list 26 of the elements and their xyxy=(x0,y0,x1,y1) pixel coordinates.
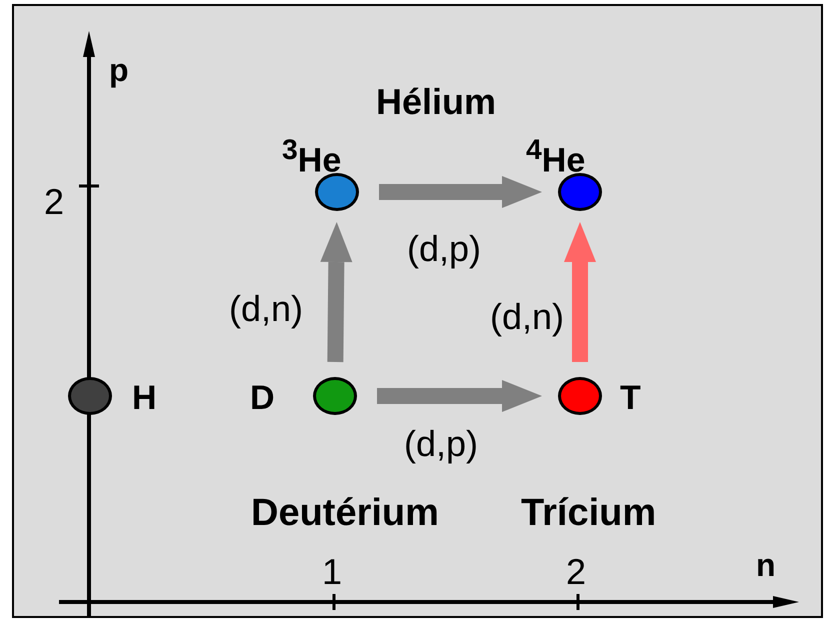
edge-label: (d,p) xyxy=(407,231,482,267)
arrow xyxy=(379,176,542,208)
edge-label: (d,n) xyxy=(229,291,304,327)
nuclide-circle xyxy=(558,377,602,415)
nuclide-circle xyxy=(558,173,602,211)
nuclide-label: H xyxy=(132,381,157,415)
axis-label: p xyxy=(109,54,129,86)
group-label: Deutérium xyxy=(251,494,439,532)
arrow xyxy=(320,222,352,362)
tick-label: 2 xyxy=(44,184,64,220)
edge-label: (d,p) xyxy=(404,426,478,462)
arrow xyxy=(564,222,596,362)
axis-label: n xyxy=(756,549,776,581)
nuclide-circle xyxy=(315,173,359,211)
nuclide-circle xyxy=(68,377,112,415)
nuclide-label: D xyxy=(250,381,275,415)
tick-label: 1 xyxy=(322,554,342,590)
nuclide-label: T xyxy=(620,381,641,415)
group-label: Hélium xyxy=(376,84,496,120)
nuclide-circle xyxy=(313,377,357,415)
nuclide-label: $^{3}$He xyxy=(282,136,342,178)
edge-label: (d,n) xyxy=(490,299,564,335)
arrow xyxy=(377,380,542,412)
group-label: Trícium xyxy=(521,494,656,532)
tick-label: 2 xyxy=(566,554,586,590)
nuclide-label: $^{4}$He xyxy=(526,136,586,178)
